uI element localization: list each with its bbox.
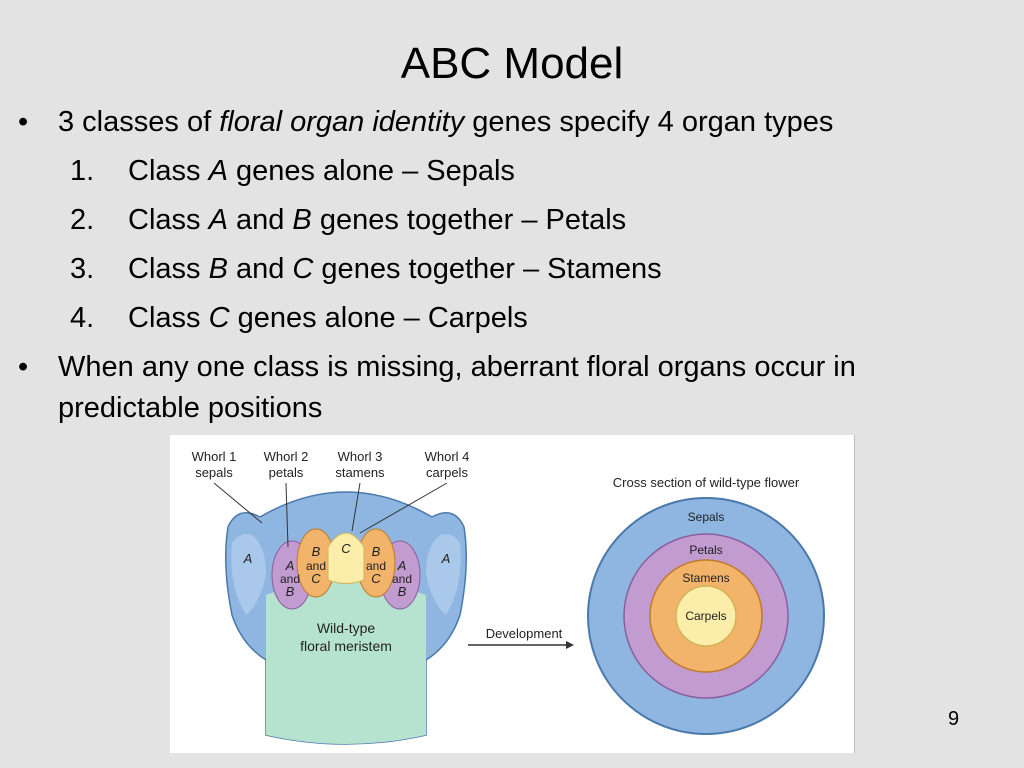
meristem-label: floral meristem	[300, 638, 392, 654]
ring-label: Petals	[689, 543, 722, 557]
development-label: Development	[486, 626, 563, 641]
region-label: and	[280, 572, 300, 586]
bullet-text: predictable positions	[58, 392, 323, 424]
whorl-label: Whorl 2	[264, 449, 309, 464]
whorl-label: petals	[269, 465, 304, 480]
carpel-region	[327, 532, 365, 584]
whorl-label: Whorl 1	[192, 449, 237, 464]
whorl-label: stamens	[335, 465, 385, 480]
region-label: A	[441, 551, 451, 566]
ring-label: Stamens	[682, 571, 729, 585]
bullet-marker: •	[18, 351, 29, 383]
bullet-text: 3 classes of floral organ identity genes…	[58, 106, 834, 138]
region-label: C	[341, 541, 351, 556]
ring-label: Sepals	[688, 510, 725, 524]
slide-title: ABC Model	[400, 39, 624, 88]
arrow-head-icon	[566, 641, 574, 649]
meristem-label: Wild-type	[317, 620, 376, 636]
meristem-base	[266, 580, 426, 744]
region-label: and	[392, 572, 412, 586]
whorl-label: sepals	[195, 465, 233, 480]
region-label: C	[371, 571, 381, 586]
region-label: B	[286, 584, 295, 599]
whorl-label: carpels	[426, 465, 468, 480]
region-label: B	[312, 544, 321, 559]
whorl-label: Whorl 4	[425, 449, 470, 464]
carpels-ring	[675, 585, 737, 647]
abc-model-figure: Whorl 1 sepals Whorl 2 petals Whorl 3 st…	[170, 435, 855, 753]
sepal-cup-left	[231, 534, 266, 615]
page-number: 9	[948, 708, 960, 730]
figure-svg: Whorl 1 sepals Whorl 2 petals Whorl 3 st…	[192, 449, 825, 745]
region-label: B	[398, 584, 407, 599]
region-label: B	[372, 544, 381, 559]
cross-section-title: Cross section of wild-type flower	[613, 475, 800, 490]
region-label: A	[397, 558, 407, 573]
bullet-marker: •	[18, 106, 29, 138]
ring-label: Carpels	[685, 609, 726, 623]
region-label: and	[306, 559, 326, 573]
region-label: and	[366, 559, 386, 573]
region-label: A	[285, 558, 295, 573]
region-label: C	[311, 571, 321, 586]
whorl-label: Whorl 3	[338, 449, 383, 464]
sepal-cup-right	[426, 534, 461, 615]
bullet-text: When any one class is missing, aberrant …	[58, 351, 856, 383]
region-label: A	[243, 551, 253, 566]
